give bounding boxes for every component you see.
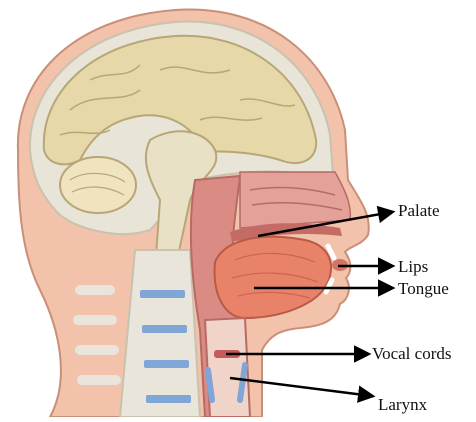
cerebellum (60, 157, 136, 213)
label-lips: Lips (398, 258, 428, 275)
spinal-disc (146, 395, 191, 403)
label-palate: Palate (398, 202, 440, 219)
spinal-disc (140, 290, 185, 298)
nasal-cavity (240, 172, 350, 228)
label-vocal-cords: Vocal cords (372, 345, 451, 362)
spinal-column (120, 250, 200, 417)
label-larynx: Larynx (378, 396, 427, 413)
spinal-disc (144, 360, 189, 368)
spinal-disc (142, 325, 187, 333)
label-tongue: Tongue (398, 280, 449, 297)
